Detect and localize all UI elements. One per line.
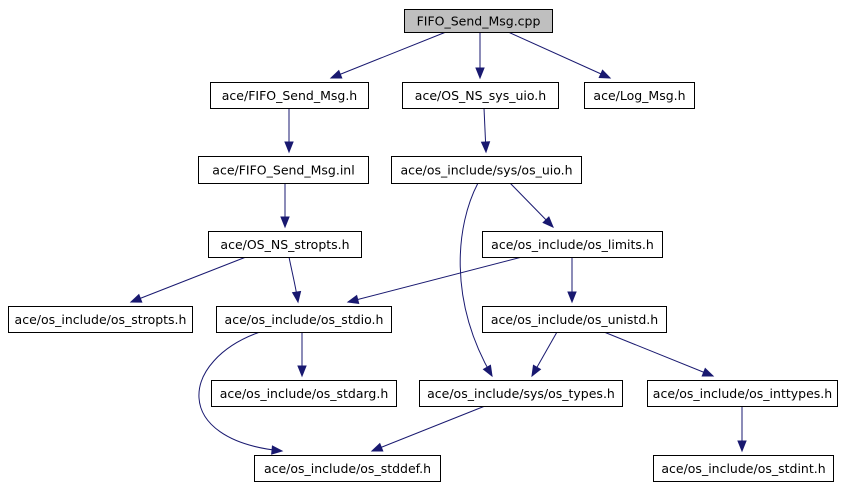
edge-n10-to-n13 xyxy=(603,331,715,377)
node-label: ace/os_include/os_stdint.h xyxy=(661,461,825,476)
node-label: ace/os_include/sys/os_uio.h xyxy=(400,163,572,178)
edge-line xyxy=(347,256,523,303)
include-file-node[interactable]: ace/os_include/os_limits.h xyxy=(482,231,663,258)
edge-n10-to-n12 xyxy=(531,331,558,378)
edge-n9-to-n14 xyxy=(198,331,284,455)
nodes-layer: FIFO_Send_Msg.cpp ace/FIFO_Send_Msg.h ace/… xyxy=(8,9,838,482)
node-label: ace/os_include/os_stdarg.h xyxy=(220,386,389,401)
node-box xyxy=(211,380,397,407)
edge-n12-to-n14 xyxy=(370,405,486,452)
node-label: ace/os_include/sys/os_types.h xyxy=(427,386,615,401)
node-label: ace/os_include/os_stddef.h xyxy=(264,461,431,476)
edge-n0-to-n2 xyxy=(475,32,485,80)
node-label: ace/os_include/os_stropts.h xyxy=(15,312,187,327)
edge-n9-to-n11 xyxy=(297,332,307,378)
arrowhead-icon xyxy=(737,440,747,453)
node-label: FIFO_Send_Msg.cpp xyxy=(417,14,541,29)
include-file-node[interactable]: ace/Log_Msg.h xyxy=(584,82,695,109)
node-label: ace/os_include/os_unistd.h xyxy=(491,312,658,327)
edge-line xyxy=(198,331,283,452)
node-box xyxy=(198,156,369,184)
include-file-node[interactable]: ace/FIFO_Send_Msg.h xyxy=(210,82,369,109)
arrowhead-icon xyxy=(284,141,294,154)
node-box xyxy=(210,82,369,109)
edge-n0-to-n1 xyxy=(329,31,447,79)
edge-n13-to-n15 xyxy=(737,406,747,453)
edge-line xyxy=(371,405,486,452)
node-label: ace/os_include/os_inttypes.h xyxy=(653,386,832,401)
arrowhead-icon xyxy=(531,364,542,378)
arrowhead-icon xyxy=(297,365,307,378)
include-file-node[interactable]: ace/os_include/os_stddef.h xyxy=(254,455,441,482)
include-file-node[interactable]: ace/OS_NS_sys_uio.h xyxy=(402,82,559,109)
arrowhead-icon xyxy=(567,291,577,304)
edge-n1-to-n4 xyxy=(284,108,294,154)
edge-line xyxy=(459,182,493,377)
node-box xyxy=(8,306,193,333)
node-box xyxy=(402,82,559,109)
edge-n5-to-n7 xyxy=(509,182,554,228)
node-box xyxy=(647,380,838,407)
edge-line xyxy=(507,31,611,79)
edge-n7-to-n9 xyxy=(346,256,523,304)
arrowhead-icon xyxy=(291,290,302,304)
include-file-node[interactable]: ace/os_include/os_stropts.h xyxy=(8,306,193,333)
arrowhead-icon xyxy=(280,216,290,229)
node-box xyxy=(482,306,667,333)
arrowhead-icon xyxy=(475,67,485,80)
edge-n6-to-n9 xyxy=(288,256,302,304)
node-box xyxy=(391,156,582,184)
edges-layer xyxy=(129,31,747,455)
include-file-node[interactable]: ace/os_include/sys/os_uio.h xyxy=(391,156,582,184)
include-file-node[interactable]: ace/os_include/os_stdio.h xyxy=(216,306,392,333)
edge-n6-to-n8 xyxy=(129,256,247,303)
node-label: ace/FIFO_Send_Msg.h xyxy=(222,88,357,103)
edge-line xyxy=(130,256,247,303)
edge-line xyxy=(330,31,447,79)
arrowhead-icon xyxy=(701,367,715,377)
arrowhead-icon xyxy=(480,141,491,154)
node-label: ace/OS_NS_stropts.h xyxy=(220,237,349,252)
include-file-node[interactable]: ace/OS_NS_stropts.h xyxy=(208,231,362,258)
node-box xyxy=(254,455,441,482)
node-box xyxy=(482,231,663,258)
arrowhead-icon xyxy=(329,69,343,79)
node-box xyxy=(404,9,553,33)
edge-line xyxy=(603,331,714,377)
node-box xyxy=(653,455,834,482)
node-label: ace/os_include/os_limits.h xyxy=(491,237,654,252)
arrowhead-icon xyxy=(370,442,384,452)
root-file-node: FIFO_Send_Msg.cpp xyxy=(404,9,553,33)
node-box xyxy=(419,380,623,407)
include-file-node[interactable]: ace/os_include/os_unistd.h xyxy=(482,306,667,333)
node-label: ace/Log_Msg.h xyxy=(593,88,685,103)
node-box xyxy=(584,82,695,109)
arrowhead-icon xyxy=(598,69,612,79)
include-file-node[interactable]: ace/os_include/sys/os_types.h xyxy=(419,380,623,407)
node-label: ace/os_include/os_stdio.h xyxy=(225,312,384,327)
edge-n2-to-n5 xyxy=(480,107,491,154)
arrowhead-icon xyxy=(271,445,284,455)
arrowhead-icon xyxy=(482,364,493,378)
include-file-node[interactable]: ace/os_include/os_inttypes.h xyxy=(647,380,838,407)
edge-n0-to-n3 xyxy=(507,31,612,79)
edge-n4-to-n6 xyxy=(280,183,290,229)
node-box xyxy=(208,231,362,258)
include-file-node[interactable]: ace/os_include/os_stdint.h xyxy=(653,455,834,482)
arrowhead-icon xyxy=(542,216,554,228)
arrowhead-icon xyxy=(129,293,143,303)
edge-n7-to-n10 xyxy=(567,257,577,304)
edge-n5-to-n12 xyxy=(459,182,493,378)
include-file-node[interactable]: ace/os_include/os_stdarg.h xyxy=(211,380,397,407)
include-file-node[interactable]: ace/FIFO_Send_Msg.inl xyxy=(198,156,369,184)
node-label: ace/FIFO_Send_Msg.inl xyxy=(212,163,354,178)
node-box xyxy=(216,306,392,333)
node-label: ace/OS_NS_sys_uio.h xyxy=(415,88,546,103)
arrowhead-icon xyxy=(346,294,360,304)
